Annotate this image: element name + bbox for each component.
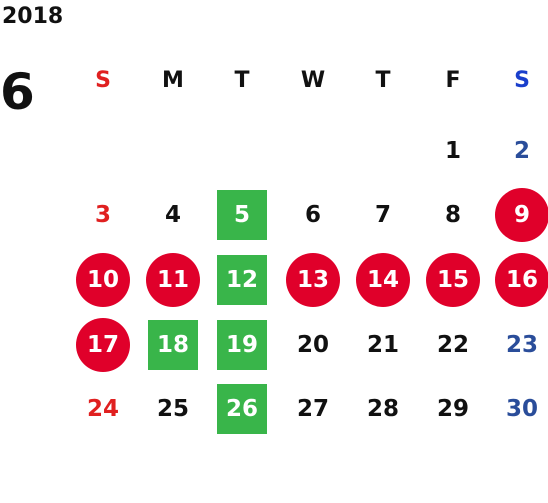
day-cell[interactable]: 7 [374,202,391,228]
weekday-header-1: M [162,68,184,93]
day-cell[interactable]: 3 [94,202,111,228]
day-cell[interactable]: 21 [366,332,399,358]
day-cell[interactable]: 9 [495,188,548,242]
day-cell[interactable]: 6 [304,202,321,228]
day-cell[interactable]: 27 [296,396,329,422]
day-cell[interactable]: 12 [217,255,267,305]
day-cell[interactable]: 1 [444,138,461,164]
day-cell[interactable]: 20 [296,332,329,358]
day-cell[interactable]: 28 [366,396,399,422]
day-cell[interactable]: 8 [444,202,461,228]
day-cell[interactable]: 16 [495,253,548,307]
day-cell[interactable]: 25 [156,396,189,422]
weekday-header-5: F [445,68,461,93]
day-cell[interactable]: 5 [217,190,267,240]
day-cell[interactable]: 26 [217,384,267,434]
day-cell[interactable]: 4 [164,202,181,228]
day-cell[interactable]: 18 [148,320,198,370]
day-cell[interactable]: 11 [146,253,200,307]
day-cell[interactable]: 30 [505,396,538,422]
year-label: 2018 [2,4,64,29]
day-cell[interactable]: 13 [286,253,340,307]
weekday-header-2: T [234,68,250,93]
weekday-header-4: T [375,68,391,93]
day-cell[interactable]: 10 [76,253,130,307]
day-cell[interactable]: 17 [76,318,130,372]
weekday-header-6: S [514,68,530,93]
weekday-header-0: S [95,68,111,93]
day-cell[interactable]: 14 [356,253,410,307]
weekday-header-3: W [300,68,326,93]
month-label: 6 [0,63,35,121]
day-cell[interactable]: 15 [426,253,480,307]
day-cell[interactable]: 29 [436,396,469,422]
day-cell[interactable]: 22 [436,332,469,358]
day-cell[interactable]: 2 [513,138,530,164]
day-cell[interactable]: 24 [86,396,119,422]
day-cell[interactable]: 19 [217,320,267,370]
day-cell[interactable]: 23 [505,332,538,358]
